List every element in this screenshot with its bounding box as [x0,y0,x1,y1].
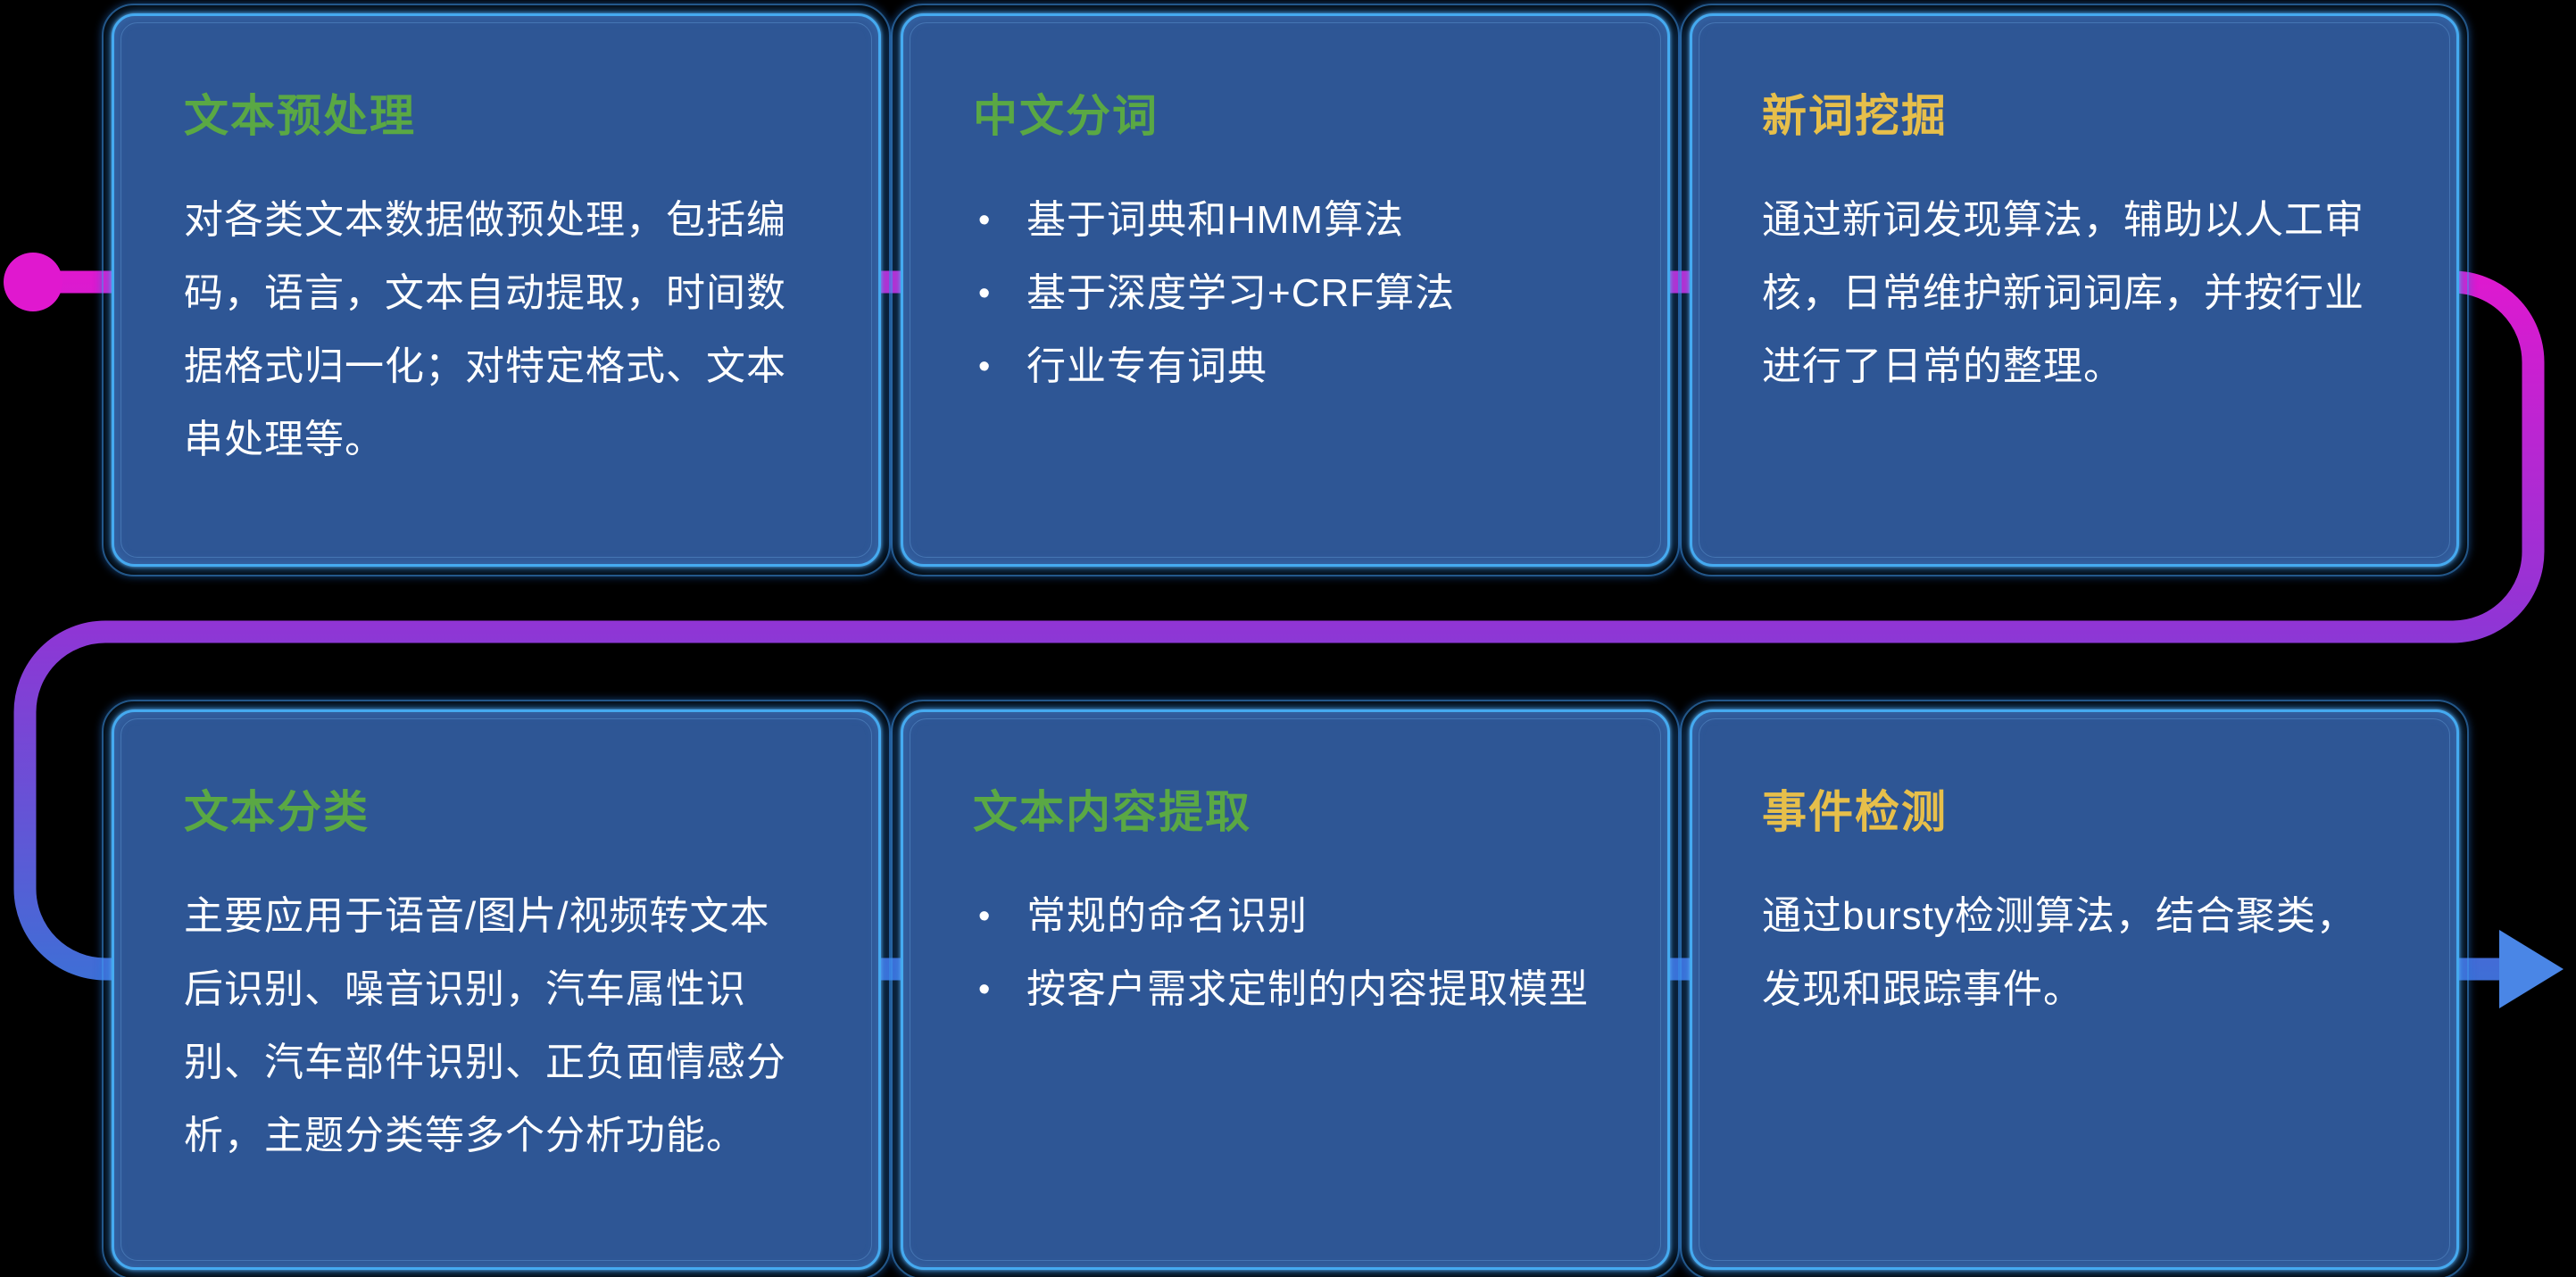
card-body: 通过新词发现算法，辅助以人工审核，日常维护新词词库，并按行业进行了日常的整理。 [1762,198,2364,388]
card-title: 事件检测 [1762,787,1948,837]
card-body: 对各类文本数据做预处理，包括编码，语言，文本自动提取，时间数据格式归一化；对特定… [184,198,786,461]
bullet-list: 常规的命名识别按客户需求定制的内容提取模型 [973,880,1598,1026]
card-title: 中文分词 [973,91,1159,141]
card-new-word-mining: 新词挖掘 通过新词发现算法，辅助以人工审核，日常维护新词词库，并按行业进行了日常… [1680,4,2469,576]
card-title: 文本分类 [184,787,370,837]
card-title: 新词挖掘 [1762,91,1948,141]
card-text-content-extraction: 文本内容提取 常规的命名识别按客户需求定制的内容提取模型 [891,700,1680,1277]
card-chinese-word-segmentation: 中文分词 基于词典和HMM算法基于深度学习+CRF算法行业专有词典 [891,4,1680,576]
bullet-item: 常规的命名识别 [973,880,1598,953]
card-title: 文本预处理 [184,91,416,141]
flow-arrow-icon [2499,930,2564,1008]
flow-path [13,270,2545,981]
card-text-preprocessing: 文本预处理 对各类文本数据做预处理，包括编码，语言，文本自动提取，时间数据格式归… [102,4,891,576]
bullet-item: 行业专有词典 [973,330,1598,403]
bullet-list: 基于词典和HMM算法基于深度学习+CRF算法行业专有词典 [973,184,1598,403]
card-event-detection: 事件检测 通过bursty检测算法，结合聚类，发现和跟踪事件。 [1680,700,2469,1277]
card-body: 通过bursty检测算法，结合聚类，发现和跟踪事件。 [1762,894,2356,1011]
card-title: 文本内容提取 [973,787,1251,837]
flow-start-dot [4,253,62,311]
bullet-item: 基于词典和HMM算法 [973,184,1598,257]
bullet-item: 基于深度学习+CRF算法 [973,257,1598,330]
card-text-classification: 文本分类 主要应用于语音/图片/视频转文本后识别、噪音识别，汽车属性识别、汽车部… [102,700,891,1277]
card-body: 主要应用于语音/图片/视频转文本后识别、噪音识别，汽车属性识别、汽车部件识别、正… [184,894,786,1157]
bullet-item: 按客户需求定制的内容提取模型 [973,953,1598,1026]
